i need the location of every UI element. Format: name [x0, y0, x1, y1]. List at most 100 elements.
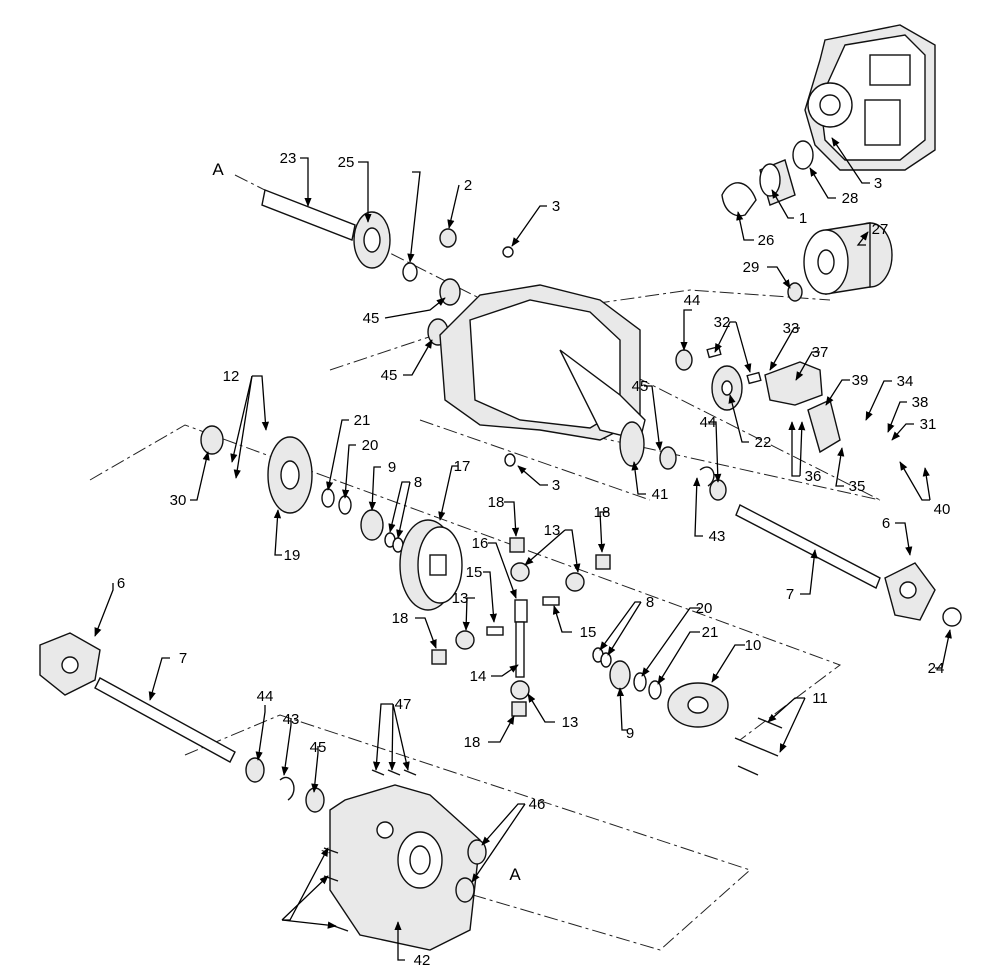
section-ref-bottom: A — [509, 865, 521, 884]
section-ref-top: A — [212, 160, 224, 179]
callout-label: 43 — [283, 711, 300, 728]
callout-label: 28 — [842, 190, 859, 207]
callout-label: 25 — [338, 154, 355, 171]
plug — [502, 246, 514, 258]
callout-label: 8 — [414, 474, 422, 491]
callout-label: 7 — [786, 586, 794, 603]
callout-label: 41 — [652, 486, 669, 503]
ring-gear — [399, 519, 463, 611]
callout-label: 47 — [395, 696, 412, 713]
retaining-ring — [279, 776, 295, 801]
block — [511, 701, 527, 717]
block — [431, 649, 447, 665]
block — [509, 537, 525, 553]
bearing — [305, 787, 325, 813]
callout-label: 20 — [362, 437, 379, 454]
callout-label: 44 — [684, 292, 701, 309]
bearing — [619, 421, 645, 467]
callout-label: 37 — [812, 344, 829, 361]
callout-label: 43 — [709, 528, 726, 545]
bearing — [467, 839, 487, 865]
callout-label: 32 — [714, 314, 731, 331]
callout-label: 20 — [696, 600, 713, 617]
callout-label: 9 — [388, 459, 396, 476]
fitting — [787, 282, 803, 302]
callout-label: 19 — [284, 547, 301, 564]
side-cover — [329, 784, 481, 951]
callout-label: 27 — [872, 221, 889, 238]
callout-label: 18 — [594, 504, 611, 521]
pump-assembly — [804, 24, 936, 171]
pin — [486, 626, 504, 636]
callout-label: 30 — [170, 492, 187, 509]
callout-label: 8 — [646, 594, 654, 611]
callout-label: 11 — [812, 690, 828, 707]
callout-label: 6 — [117, 575, 125, 592]
callout-label: 13 — [544, 522, 561, 539]
callout-label: 40 — [934, 501, 951, 518]
callout-label: 13 — [562, 714, 579, 731]
callout-label: 16 — [472, 535, 489, 552]
brake-disc — [711, 365, 743, 411]
end-cap — [267, 436, 313, 514]
bevel-gear — [510, 562, 530, 582]
callout-label: 1 — [799, 210, 807, 227]
assembly-centerlines — [89, 174, 881, 951]
washer — [633, 672, 647, 692]
callout-label: 45 — [310, 739, 327, 756]
callout-label: 3 — [552, 477, 560, 494]
callout-label: 44 — [700, 414, 717, 431]
bevel-gear — [455, 630, 475, 650]
callout-labels: 23 25 2 3 1 3 28 26 27 29 45 45 44 32 33… — [117, 150, 951, 969]
washer — [402, 262, 418, 282]
callout-label: 9 — [626, 725, 634, 742]
callout-label: 24 — [928, 660, 945, 677]
callout-label: 23 — [280, 150, 297, 167]
callout-label: 17 — [454, 458, 471, 475]
filter-cartridge — [803, 222, 893, 295]
callout-label: 15 — [580, 624, 597, 641]
washer — [321, 488, 335, 508]
brake-pad — [706, 345, 722, 359]
brake-pad — [746, 371, 762, 385]
callout-label: 29 — [743, 259, 760, 276]
callout-label: 18 — [488, 494, 505, 511]
bevel-gear — [565, 572, 585, 592]
callout-label: 45 — [381, 367, 398, 384]
washer — [338, 495, 352, 515]
callout-label: 14 — [470, 668, 487, 685]
bevel-gear — [510, 680, 530, 700]
callout-label: 26 — [758, 232, 775, 249]
pin — [542, 596, 560, 606]
callout-label: 31 — [920, 416, 937, 433]
leader-lines — [94, 137, 952, 961]
callout-label: 15 — [466, 564, 483, 581]
block — [595, 554, 611, 570]
seal — [245, 757, 265, 783]
callout-label: 18 — [392, 610, 409, 627]
washer — [709, 479, 727, 501]
callout-label: 36 — [805, 468, 822, 485]
callout-label: 12 — [223, 368, 240, 385]
vent — [504, 453, 516, 467]
callout-label: 6 — [882, 515, 890, 532]
callout-label: 44 — [257, 688, 274, 705]
bearing — [455, 877, 475, 903]
left-axle — [39, 632, 236, 763]
callout-label: 21 — [702, 624, 719, 641]
callout-label: 42 — [414, 952, 431, 969]
callout-label: 33 — [783, 320, 800, 337]
bearing — [200, 425, 224, 455]
bearing — [659, 446, 677, 470]
input-shaft — [261, 189, 391, 269]
end-cap — [667, 682, 729, 728]
callout-label: 46 — [529, 796, 546, 813]
callout-label: 39 — [852, 372, 869, 389]
callout-label: 3 — [552, 198, 560, 215]
callout-label: 21 — [354, 412, 371, 429]
gasket — [721, 182, 757, 217]
pump-drive-gear — [759, 159, 796, 206]
pinion-gear — [609, 660, 631, 690]
